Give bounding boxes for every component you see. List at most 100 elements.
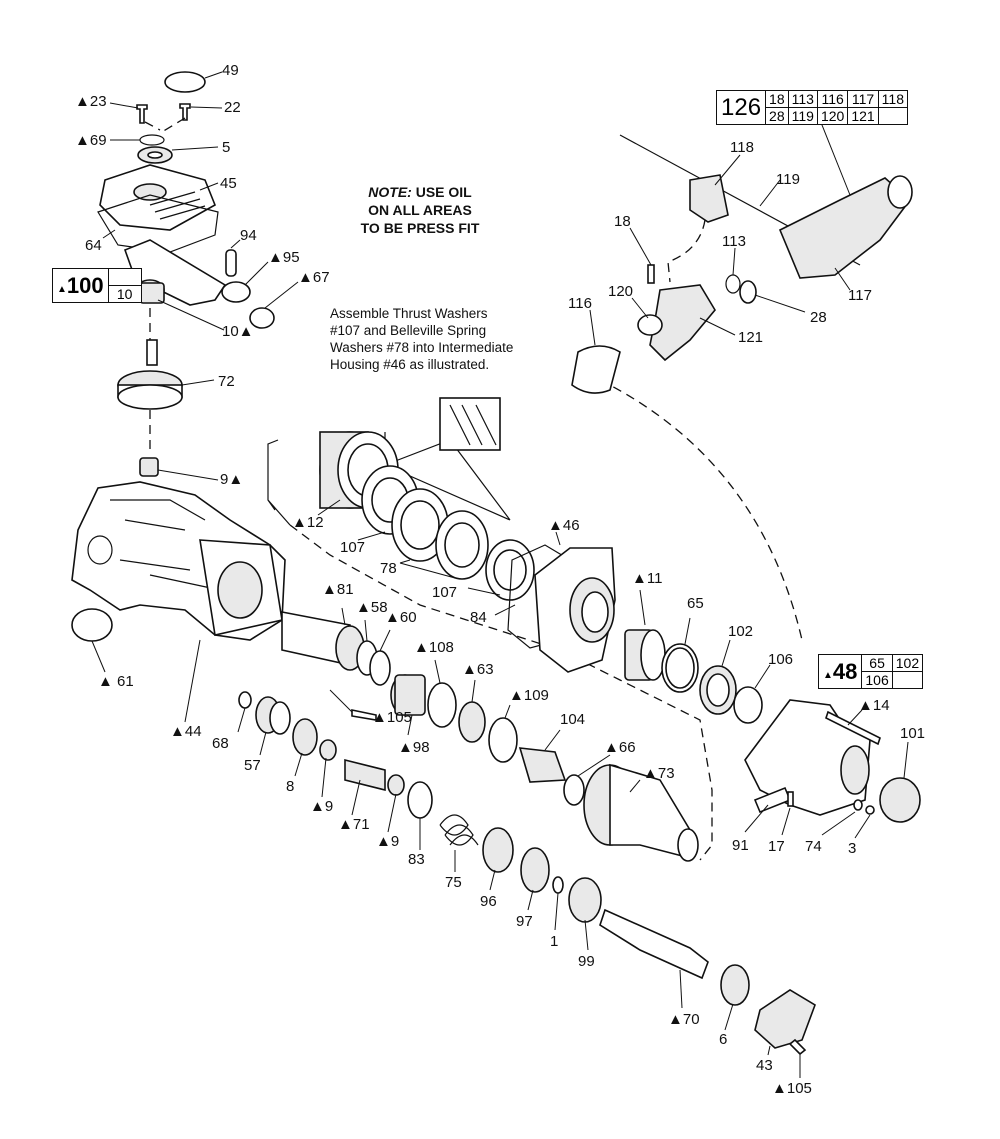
part-8-bearing — [292, 718, 318, 756]
label-45: 45 — [220, 175, 237, 192]
kit-126-table: 126 18 113 116 117 118 28 119 120 121 — [715, 90, 909, 125]
label-6: 6 — [719, 1031, 727, 1048]
label-43: 43 — [756, 1057, 773, 1074]
note-line2: ON ALL AREAS — [368, 202, 472, 218]
parts-top-left — [97, 71, 275, 477]
label-70: ▲70 — [668, 1011, 700, 1028]
intermediate-assembly — [319, 431, 763, 724]
label-67: ▲67 — [298, 269, 330, 286]
kit-48-table: ▲48 65 102 106 — [817, 654, 924, 689]
label-1: 1 — [550, 933, 558, 950]
label-74: 74 — [805, 838, 822, 855]
part-108-washer — [427, 682, 457, 728]
label-12: ▲12 — [292, 514, 324, 531]
label-44: ▲44 — [170, 723, 202, 740]
part-6-bearing — [720, 964, 750, 1006]
label-57: 57 — [244, 757, 261, 774]
label-60: ▲60 — [385, 609, 417, 626]
kit-48-part — [891, 671, 924, 689]
label-117: 117 — [848, 287, 872, 304]
label-113: 113 — [722, 233, 746, 250]
kit-48-part: 65 — [861, 654, 893, 672]
label-91: 91 — [732, 837, 749, 854]
label-98: ▲98 — [398, 739, 430, 756]
part-83-washer — [407, 781, 433, 819]
part-120-nut — [637, 314, 663, 336]
part-116-band — [571, 345, 621, 394]
part-18-pin — [647, 264, 655, 284]
part-109-washer — [488, 717, 518, 763]
label-3: 3 — [848, 840, 856, 857]
label-119: 119 — [776, 171, 800, 188]
assembly-line4: Housing #46 as illustrated. — [330, 357, 490, 372]
part-97-clutch — [520, 847, 550, 893]
note-prefix: NOTE: — [368, 184, 412, 200]
gear-housing-44 — [71, 481, 286, 642]
note-line1: USE OIL — [411, 184, 472, 200]
kit-100-main: 100 — [66, 272, 104, 298]
label-83: 83 — [408, 851, 425, 868]
part-49-cap — [164, 71, 206, 93]
label-14: ▲14 — [858, 697, 890, 714]
label-22: 22 — [224, 99, 241, 116]
assembly-instructions: Assemble Thrust Washers #107 and Bellevi… — [330, 305, 545, 373]
label-118: 118 — [730, 139, 754, 156]
assembly-line3: Washers #78 into Intermediate — [330, 340, 514, 355]
kit-100-part: 10 — [107, 285, 142, 303]
part-72-shaft — [146, 339, 158, 366]
label-101: 101 — [900, 725, 925, 742]
label-5: 5 — [222, 139, 230, 156]
label-97: 97 — [516, 913, 533, 930]
label-49: 49 — [222, 62, 239, 79]
part-99-bearing — [568, 877, 602, 923]
side-handle — [571, 134, 913, 394]
kit-100-part — [107, 268, 142, 286]
part-61-oring — [71, 608, 113, 642]
label-94: 94 — [240, 227, 257, 244]
label-105b: ▲105 — [772, 1080, 812, 1097]
label-107a: 107 — [340, 539, 365, 556]
kit-48-main: 48 — [832, 658, 858, 684]
label-65: 65 — [687, 595, 704, 612]
part-3-ball — [865, 805, 875, 815]
label-58: ▲58 — [356, 599, 388, 616]
label-84: 84 — [470, 609, 487, 626]
part-1-ring — [552, 876, 564, 894]
label-46: ▲46 — [548, 517, 580, 534]
kit-48-number: ▲48 — [817, 654, 863, 689]
part-94-pin — [225, 249, 237, 277]
kit-126-part: 116 — [816, 90, 849, 108]
label-11: ▲11 — [632, 570, 662, 587]
label-72: 72 — [218, 373, 235, 390]
label-99: 99 — [578, 953, 595, 970]
part-66-ring — [563, 774, 585, 806]
kit-126-part: 18 — [765, 90, 789, 108]
label-10: 10▲ — [222, 323, 254, 340]
part-106-ring — [733, 686, 763, 724]
label-106: 106 — [768, 651, 793, 668]
label-95: ▲95 — [268, 249, 300, 266]
label-68: 68 — [212, 735, 229, 752]
front-housing-48 — [744, 699, 921, 823]
part-9-bearing-b — [319, 739, 337, 761]
label-9b: ▲9 — [310, 798, 333, 815]
label-116: 116 — [568, 295, 592, 312]
label-121: 121 — [738, 329, 763, 346]
kit-48-marker: ▲ — [823, 669, 833, 681]
label-61: ▲ 61 — [98, 673, 134, 690]
label-23: ▲23 — [75, 93, 107, 110]
label-17: 17 — [768, 838, 785, 855]
label-9a: 9▲ — [220, 471, 243, 488]
label-66: ▲66 — [604, 739, 636, 756]
part-101-cap — [879, 777, 921, 823]
label-75: 75 — [445, 874, 462, 891]
label-78: 78 — [380, 560, 397, 577]
label-109: ▲109 — [509, 687, 549, 704]
label-63: ▲63 — [462, 661, 494, 678]
kit-100-number: ▲100 — [52, 268, 109, 303]
label-102: 102 — [728, 623, 753, 640]
press-fit-note: NOTE: USE OIL ON ALL AREAS TO BE PRESS F… — [330, 183, 510, 237]
label-105a: ▲105 — [372, 709, 412, 726]
part-9-bearing — [139, 457, 159, 477]
